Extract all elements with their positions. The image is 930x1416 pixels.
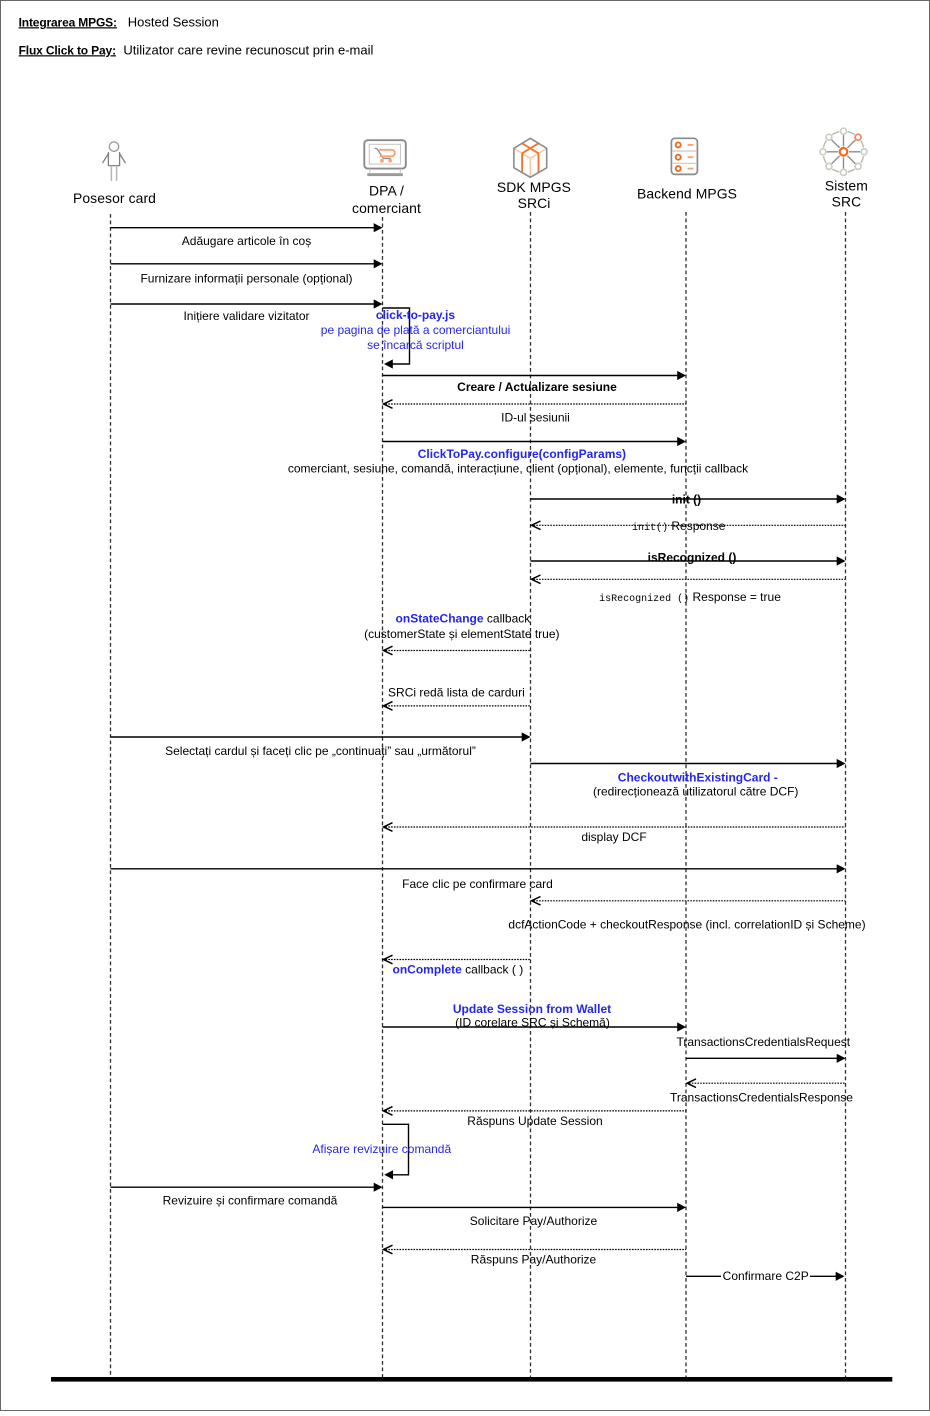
svg-text:pe pagina de plată a comercian: pe pagina de plată a comerciantului [321,323,510,337]
svg-text:init (): init () [672,492,701,506]
svg-text:Update Session from Wallet: Update Session from Wallet [453,1002,611,1016]
svg-text:Inițiere validare vizitator: Inițiere validare vizitator [183,309,309,323]
svg-text:Creare / Actualizare sesiune: Creare / Actualizare sesiune [457,380,617,394]
svg-text:init() Response: init() Response [632,519,726,534]
svg-text:Confirmare C2P: Confirmare C2P [723,1269,809,1283]
svg-text:isRecognized (): isRecognized () [648,551,737,565]
svg-text:CheckoutwithExistingCard -: CheckoutwithExistingCard - [618,771,778,785]
svg-text:(redirecționează utilizatorul: (redirecționează utilizatorul către DCF) [593,785,798,799]
svg-text:Solicitare Pay/Authorize: Solicitare Pay/Authorize [470,1214,598,1228]
svg-text:se încarcă scriptul: se încarcă scriptul [367,338,464,352]
svg-text:Sistem: Sistem [825,178,868,194]
svg-text:ID-ul sesiunii: ID-ul sesiunii [501,411,570,425]
svg-text:comerciant, sesiune, comandă,: comerciant, sesiune, comandă, interacțiu… [288,461,749,475]
svg-text:Face clic pe confirmare card: Face clic pe confirmare card [402,877,553,891]
svg-text:isRecognized () Response = tru: isRecognized () Response = true [599,590,781,605]
svg-text:onStateChange callback: onStateChange callback [396,612,532,626]
svg-text:Răspuns Pay/Authorize: Răspuns Pay/Authorize [471,1252,597,1266]
svg-text:Flux Click to Pay:: Flux Click to Pay: [19,43,116,57]
svg-text:Afișare revizuire comandă: Afișare revizuire comandă [312,1142,451,1156]
svg-text:SRCi redă lista de carduri: SRCi redă lista de carduri [388,685,525,699]
svg-text:SRC: SRC [832,194,862,210]
svg-text:click-to-pay.js: click-to-pay.js [376,308,455,322]
svg-text:ClickToPay.configure(configPar: ClickToPay.configure(configParams) [418,447,626,461]
svg-text:display DCF: display DCF [581,830,646,844]
svg-text:(customerState și elementState: (customerState și elementState true) [364,627,559,641]
svg-text:SDK MPGS: SDK MPGS [497,179,571,195]
svg-text:Posesor card: Posesor card [73,190,156,206]
svg-text:Furnizare informații personale: Furnizare informații personale (opțional… [140,271,352,285]
svg-text:Selectați cardul și faceți cli: Selectați cardul și faceți clic pe „cont… [165,744,476,758]
svg-text:onComplete callback ( ): onComplete callback ( ) [393,963,524,977]
svg-text:TransactionsCredentialsRequest: TransactionsCredentialsRequest [676,1035,850,1049]
svg-text:Adăugare articole în coș: Adăugare articole în coș [182,234,311,248]
svg-text:DPA /: DPA / [369,182,404,198]
svg-text:Utilizator care revine recunos: Utilizator care revine recunoscut prin e… [123,43,373,58]
svg-text:comerciant: comerciant [352,200,421,216]
svg-text:Hosted Session: Hosted Session [128,15,219,30]
svg-text:Răspuns Update Session: Răspuns Update Session [467,1114,602,1128]
svg-text:(ID corelare SRC și Schemă): (ID corelare SRC și Schemă) [455,1015,610,1029]
svg-text:Backend MPGS: Backend MPGS [637,185,737,201]
svg-text:Integrarea MPGS:: Integrarea MPGS: [19,15,117,29]
svg-text:dcfActionCode + checkoutRespon: dcfActionCode + checkoutResponse (incl. … [508,918,865,932]
svg-text:TransactionsCredentialsRespons: TransactionsCredentialsResponse [670,1090,853,1104]
svg-text:SRCi: SRCi [518,195,551,211]
svg-text:Revizuire și confirmare comand: Revizuire și confirmare comandă [163,1193,338,1207]
